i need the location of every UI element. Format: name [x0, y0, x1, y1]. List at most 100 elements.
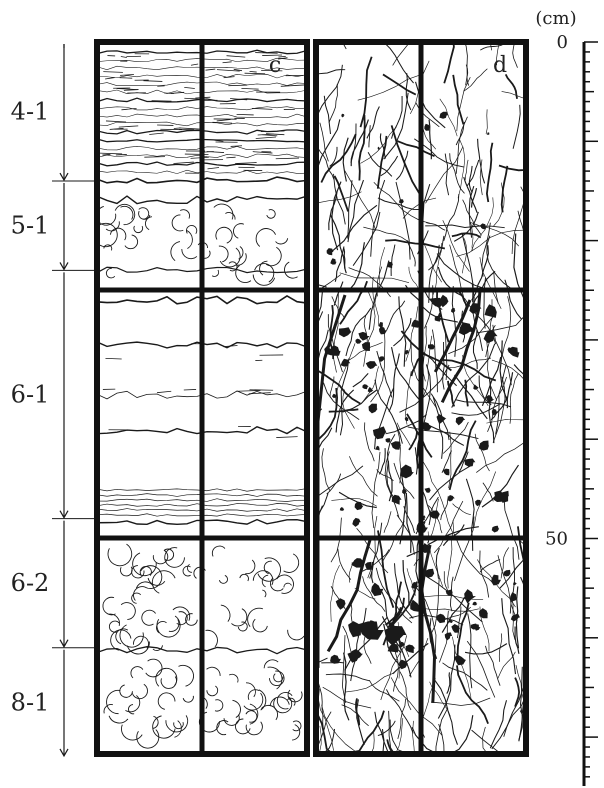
aggregate-outline — [156, 621, 167, 634]
black-nodule — [372, 426, 387, 440]
root-trace — [415, 81, 446, 129]
root-trace — [471, 197, 494, 252]
black-nodule — [379, 326, 388, 335]
root-trace — [485, 645, 501, 686]
aggregate-outline — [270, 577, 284, 592]
root-trace — [503, 699, 525, 737]
root-trace — [399, 671, 412, 711]
root-trace — [422, 461, 453, 533]
root-trace — [396, 718, 404, 753]
root-trace — [337, 548, 352, 580]
root-trace — [474, 433, 490, 472]
root-trace — [371, 451, 381, 529]
root-trace — [396, 422, 411, 446]
aggregate-outline — [235, 718, 251, 735]
black-nodule — [469, 303, 482, 314]
black-nodule — [341, 113, 345, 118]
root-trace — [428, 235, 445, 271]
sediment-dash — [260, 130, 285, 133]
sediment-dash — [226, 156, 236, 159]
aggregate-outline — [261, 574, 269, 588]
aggregate-outline — [176, 611, 188, 626]
black-nodule — [486, 132, 490, 135]
sediment-dash — [143, 80, 163, 82]
sediment-line — [96, 113, 308, 119]
aggregate-outline — [292, 724, 301, 741]
sediment-dash — [241, 87, 259, 90]
root-trace — [383, 92, 409, 160]
root-trace — [368, 125, 371, 148]
sediment-line — [96, 518, 308, 525]
root-trace — [489, 700, 508, 749]
sediment-line — [96, 295, 308, 305]
aggregate-outline — [131, 565, 145, 579]
root-trace — [456, 229, 525, 257]
black-nodule — [335, 598, 346, 610]
black-nodule — [453, 655, 466, 666]
root-trace — [331, 296, 345, 319]
sediment-dash — [223, 76, 235, 79]
sediment-line — [96, 138, 308, 143]
sediment-dash — [228, 84, 248, 87]
aggregate-outline — [156, 615, 181, 638]
aggregate-outline — [258, 689, 267, 711]
root-trace — [423, 352, 457, 387]
root-trace — [408, 431, 418, 451]
root-trace — [373, 247, 385, 308]
black-nodule — [352, 517, 361, 527]
sediment-line — [96, 508, 308, 512]
root-trace — [370, 179, 386, 257]
root-trace — [390, 125, 424, 199]
root-trace — [481, 464, 519, 508]
root-trace — [477, 138, 486, 184]
root-trace — [393, 462, 415, 499]
root-trace — [399, 364, 450, 413]
root-trace — [345, 672, 395, 693]
root-trace — [332, 293, 339, 373]
root-trace — [486, 235, 511, 289]
black-nodule — [439, 294, 449, 308]
root-trace — [466, 640, 496, 698]
aggregate-outline — [263, 659, 279, 669]
sediment-dash — [207, 167, 220, 170]
sediment-dash — [236, 113, 254, 116]
aggregate-outline — [108, 620, 120, 633]
sediment-line — [96, 493, 308, 497]
sediment-dash — [184, 86, 195, 89]
aggregate-outline — [172, 606, 191, 621]
black-nodule — [326, 248, 334, 256]
root-trace — [493, 182, 505, 227]
black-nodule — [479, 608, 488, 619]
sediment-line — [96, 121, 308, 127]
root-trace — [357, 74, 420, 101]
sediment-dash — [212, 121, 233, 124]
black-nodule — [351, 558, 364, 568]
black-nodule — [464, 458, 476, 467]
aggregate-outline — [283, 582, 292, 588]
layer-arrow-8-1 — [59, 748, 69, 758]
black-nodule — [424, 568, 435, 578]
aggregate-outline — [287, 697, 296, 706]
root-trace — [347, 180, 353, 239]
aggregate-outline — [228, 673, 239, 683]
sediment-dash — [102, 153, 111, 156]
aggregate-outline — [110, 629, 132, 651]
sediment-line — [96, 161, 308, 167]
black-nodule — [340, 358, 351, 367]
aggregate-outline — [160, 676, 177, 689]
root-trace — [374, 379, 403, 444]
root-trace — [381, 616, 412, 678]
aggregate-outline — [243, 692, 264, 711]
root-trace — [323, 95, 332, 135]
root-trace — [319, 122, 329, 162]
black-nodule — [355, 338, 362, 344]
sediment-line — [96, 176, 308, 184]
black-nodule — [365, 361, 378, 369]
root-trace — [331, 498, 377, 507]
root-trace — [468, 185, 475, 238]
black-nodule — [368, 403, 378, 414]
aggregate-outline — [269, 696, 290, 707]
root-trace — [407, 240, 416, 267]
aggregate-outline — [218, 245, 229, 263]
root-trace — [432, 396, 444, 459]
